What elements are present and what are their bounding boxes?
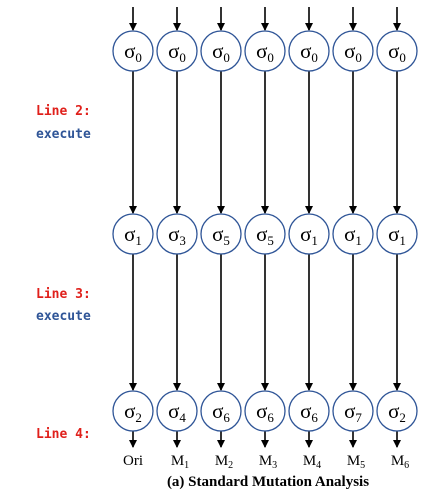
state-circle [156,213,198,255]
state-circle [332,213,374,255]
state-label: σ6 [300,399,318,425]
state-node: σ2 [376,390,418,432]
state-label: σ1 [388,222,406,248]
column-label: M1 [171,453,189,471]
column-label: M4 [303,453,321,471]
column-label: M5 [347,453,365,471]
state-circle [288,30,330,72]
state-node: σ0 [288,30,330,72]
caption: (a) Standard Mutation Analysis [167,474,369,490]
state-circle [156,390,198,432]
state-label: σ2 [124,399,142,425]
line-2-label: Line 2: [36,104,91,119]
state-node: σ0 [200,30,242,72]
state-node: σ6 [244,390,286,432]
line-3-action: execute [36,309,91,324]
state-label: σ1 [300,222,318,248]
state-label: σ1 [124,222,142,248]
state-label: σ2 [388,399,406,425]
state-label: σ6 [256,399,274,425]
state-node: σ0 [376,30,418,72]
line-4-label: Line 4: [36,427,91,442]
state-circle [112,213,154,255]
state-circle [288,213,330,255]
state-circle [376,213,418,255]
state-label: σ0 [344,39,362,65]
state-node: σ5 [244,213,286,255]
state-label: σ7 [344,399,362,425]
state-label: σ4 [168,399,186,425]
column-label: M3 [259,453,277,471]
state-circle [332,30,374,72]
state-node: σ5 [200,213,242,255]
state-node: σ0 [244,30,286,72]
state-node: σ7 [332,390,374,432]
state-circle [332,390,374,432]
column-label: Ori [123,453,143,469]
state-label: σ0 [300,39,318,65]
state-node: σ2 [112,390,154,432]
state-label: σ0 [256,39,274,65]
state-node: σ3 [156,213,198,255]
state-circle [288,390,330,432]
state-node: σ0 [112,30,154,72]
state-circle [112,30,154,72]
state-label: σ0 [168,39,186,65]
state-node: σ6 [200,390,242,432]
state-node: σ1 [112,213,154,255]
state-circle [200,30,242,72]
state-label: σ0 [212,39,230,65]
state-label: σ5 [256,222,274,248]
state-circle [156,30,198,72]
state-node: σ1 [288,213,330,255]
state-node: σ6 [288,390,330,432]
state-node: σ0 [332,30,374,72]
state-circle [244,30,286,72]
state-label: σ3 [168,222,186,248]
state-node: σ1 [376,213,418,255]
state-circle [244,390,286,432]
state-circle [200,213,242,255]
state-circle [244,213,286,255]
state-label: σ0 [388,39,406,65]
column-label: M6 [391,453,409,471]
state-label: σ0 [124,39,142,65]
state-circle [200,390,242,432]
line-2-action: execute [36,127,91,142]
state-circle [376,390,418,432]
line-3-label: Line 3: [36,287,91,302]
state-circle [112,390,154,432]
state-node: σ1 [332,213,374,255]
state-circle [376,30,418,72]
state-label: σ6 [212,399,230,425]
state-label: σ1 [344,222,362,248]
state-node: σ0 [156,30,198,72]
state-node: σ4 [156,390,198,432]
state-label: σ5 [212,222,230,248]
column-label: M2 [215,453,233,471]
